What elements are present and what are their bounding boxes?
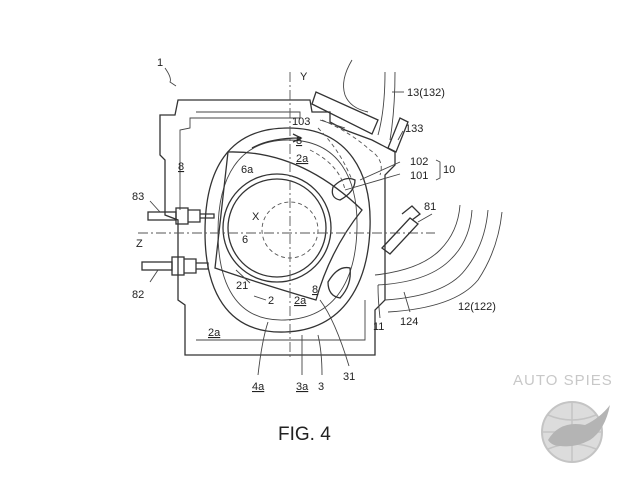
exhaust-pipe (374, 204, 461, 276)
leader-2 (253, 295, 267, 301)
label-4a: 4a (252, 381, 265, 393)
label-8-top: 8 (296, 135, 302, 147)
label-3: 3 (318, 381, 324, 393)
label-x: X (252, 211, 260, 223)
label-1: 1 (157, 57, 163, 69)
trochoid-chamber (204, 127, 371, 333)
intake-port-upper (331, 177, 356, 201)
trochoid-inner (217, 139, 358, 321)
label-2a-top: 2a (296, 153, 309, 165)
label-21: 21 (236, 280, 248, 292)
spark-plug-82 (141, 256, 209, 276)
watermark-text: AUTO SPIES (513, 372, 613, 389)
label-31: 31 (343, 371, 355, 383)
label-2: 2 (268, 295, 274, 307)
label-2a-left: 2a (208, 327, 221, 339)
part-133 (387, 117, 409, 153)
intake-pipe (311, 91, 379, 135)
label-z: Z (136, 238, 143, 250)
label-11: 11 (373, 321, 384, 333)
intake-port-lower (327, 266, 351, 299)
intake-passage (309, 119, 382, 191)
label-8-bottom: 8 (312, 284, 318, 296)
rotor (214, 151, 363, 301)
label-10: 10 (443, 164, 455, 176)
label-81: 81 (424, 201, 436, 213)
label-8-left: 8 (178, 161, 184, 173)
housing-outline (159, 99, 396, 356)
spark-plug-83 (147, 207, 215, 225)
eccentric-shaft-outer (222, 173, 332, 283)
label-103: 103 (292, 116, 310, 128)
label-13-132: 13(132) (407, 87, 445, 99)
leader-lines (149, 67, 433, 376)
label-124: 124 (400, 316, 418, 328)
label-83: 83 (132, 191, 144, 203)
globe-eagle-logo-icon (541, 401, 610, 463)
label-6: 6 (242, 234, 248, 246)
eccentric-shaft (227, 178, 327, 278)
label-133: 133 (405, 123, 423, 135)
label-12-122: 12(122) (458, 301, 496, 313)
label-102: 102 (410, 156, 428, 168)
rotation-arrow (251, 137, 301, 149)
injector-81 (381, 217, 419, 255)
label-82: 82 (132, 289, 144, 301)
label-y: Y (300, 71, 308, 83)
bracket-10 (435, 159, 441, 181)
label-6a: 6a (241, 164, 254, 176)
figure-caption: FIG. 4 (278, 424, 331, 445)
label-3a: 3a (296, 381, 309, 393)
label-2a-mid: 2a (294, 295, 307, 307)
label-101: 101 (410, 170, 428, 182)
